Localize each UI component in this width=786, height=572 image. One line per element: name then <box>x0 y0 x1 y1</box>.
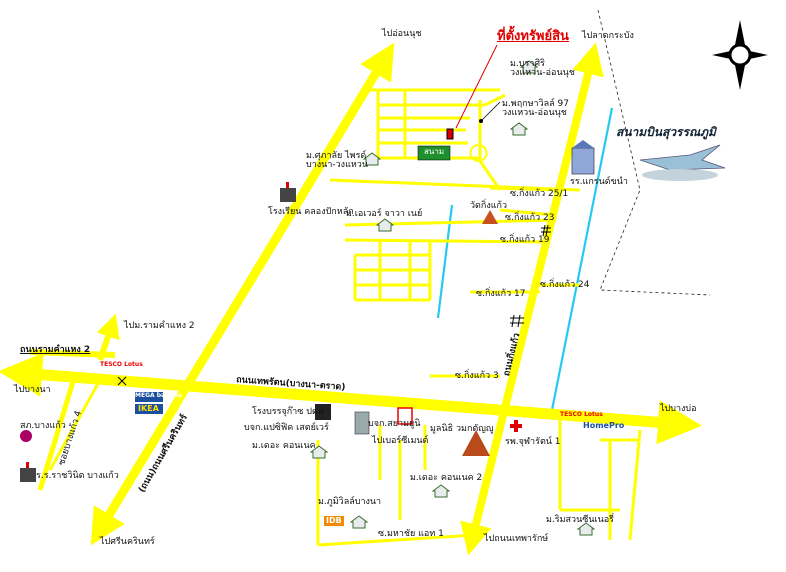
subject-marker <box>446 128 454 140</box>
place-cement: ไปเบอร์ซีเมนต์ <box>372 436 429 446</box>
house-icon <box>577 522 595 536</box>
factory-icon <box>315 404 331 420</box>
direction-thepharak: ไปถนนเทพารักษ์ <box>484 534 549 544</box>
place-wat-kingkaew: วัดกิ่งแก้ว <box>470 201 508 211</box>
place-burasiri: ม.บุราศิริ วงแหวน-อ่อนนุช <box>510 59 575 79</box>
place-jularat: รพ.จุฬารัตน์ 1 <box>505 437 561 447</box>
place-factory: โรงบรรจุก๊าซ ปตท <box>252 407 324 417</box>
soi-kingkaew-23: ซ.กิ่งแก้ว 23 <box>505 213 555 223</box>
place-rimsuan: ม.ริมสวนซีนเนอรี่ <box>546 515 614 525</box>
place-rr-kronkhanok: รร.แกรนด์ขนำ <box>570 177 628 187</box>
field-block <box>417 145 451 161</box>
subject-pointer <box>455 44 498 129</box>
direction-ladkrabang: ไปลาดกระบัง <box>582 31 634 41</box>
house-icon <box>520 60 538 74</box>
school-icon-2 <box>20 462 36 482</box>
road-label-ram2: ถนนรามคำแหง 2 <box>20 345 91 355</box>
hospital-cross-icon <box>510 420 522 432</box>
place-pruksa97: ม.พฤกษาวิลล์ 97 วงแหวน-อ่อนนุช <box>502 99 570 119</box>
house-icon <box>363 152 381 166</box>
place-ldtown: ม.เดอะ คอนเนค <box>252 441 316 451</box>
place-siam: บจก.สยามยูนิ <box>368 419 421 429</box>
logo-ikea: IKEA <box>138 404 159 413</box>
direction-bangna: ไปบางนา <box>14 385 51 395</box>
place-bhumi: ม.ภูมิวิลล์บางนา <box>318 497 382 507</box>
direction-ram2: ไปม.รามคำแหง 2 <box>124 321 195 331</box>
place-school-kaew: ร.ร.ราชวินิต บางแก้ว <box>36 471 119 481</box>
pruksa-pointer <box>481 101 501 121</box>
soi-kingkaew-24: ซ.กิ่งแก้ว 24 <box>540 280 590 290</box>
road-kingkaew <box>460 42 604 556</box>
soi-kingkaew-3: ซ.กิ่งแก้ว 3 <box>455 371 499 381</box>
house-icon <box>310 445 328 459</box>
place-evertime: ม.เอเวอร์ จาวา เนย์ <box>346 209 423 219</box>
office-building-icon <box>571 140 595 175</box>
soi-kingkaew-19: ซ.กิ่งแก้ว 19 <box>500 235 550 245</box>
road-bangkaew2 <box>48 379 102 471</box>
house-icon <box>510 122 528 136</box>
logo-homepro-text: HomePro <box>583 421 625 430</box>
road-bangkaew <box>37 374 78 491</box>
soi-kingkaew-25: ซ.กิ่งแก้ว 25/1 <box>510 189 569 199</box>
temple-icon-2 <box>462 430 490 456</box>
logo-mega: MEGA bangna <box>135 392 182 399</box>
mega-logo-icon <box>135 392 163 414</box>
field-label: สนาม <box>424 147 445 156</box>
place-ldtown2: ม.เดอะ คอนเนค 2 <box>410 473 483 483</box>
subject-property-label: ที่ตั้งทรัพย์สิน <box>497 29 569 44</box>
place-pipe: บจก.แปซิฟิค เสตย์เวร์ <box>244 423 329 433</box>
temple-icon <box>482 210 498 224</box>
school-icon <box>280 182 296 202</box>
place-mulnithi: มูลนิธิ วมกตัญญู <box>430 424 494 434</box>
house-icon <box>432 484 450 498</box>
logo-tesco: TESCO Lotus <box>100 361 143 368</box>
road-srinakarin <box>90 42 395 546</box>
bridge-marks <box>117 224 551 386</box>
tower-building-icon <box>354 411 370 435</box>
airplane-icon <box>639 144 726 181</box>
place-supalai: ม.ศุภาลัย ไพรด์ บางนา-วงแหวน <box>306 151 369 171</box>
airport-label: สนามบินสุวรรณภูมิ <box>616 125 716 139</box>
north-letter: N <box>735 49 742 58</box>
soi-mahachai: ซ.มหาชัย แอท 1 <box>378 529 444 539</box>
north-compass <box>712 20 768 90</box>
place-school-khlong: โรงเรียน คลองปักหลัก <box>268 207 354 217</box>
place-police: สภ.บางแก้ว <box>20 421 66 431</box>
police-icon <box>20 430 32 442</box>
tesco-box-icon <box>397 407 413 425</box>
house-icon <box>376 218 394 232</box>
logo-tesco-2: TESCO Lotus <box>560 411 603 418</box>
direction-onnut: ไปอ่อนนุช <box>382 29 422 39</box>
district-boundary <box>597 9 711 296</box>
house-icon <box>350 515 368 529</box>
logo-idb: IDB <box>324 516 344 526</box>
soi-kingkaew-17: ซ.กิ่งแก้ว 17 <box>476 289 526 299</box>
direction-bangbo: ไปบางบ่อ <box>660 404 697 414</box>
direction-srinakarin: ไปศรีนครินทร์ <box>100 537 155 547</box>
road-ramkhamhaeng2 <box>29 349 116 358</box>
